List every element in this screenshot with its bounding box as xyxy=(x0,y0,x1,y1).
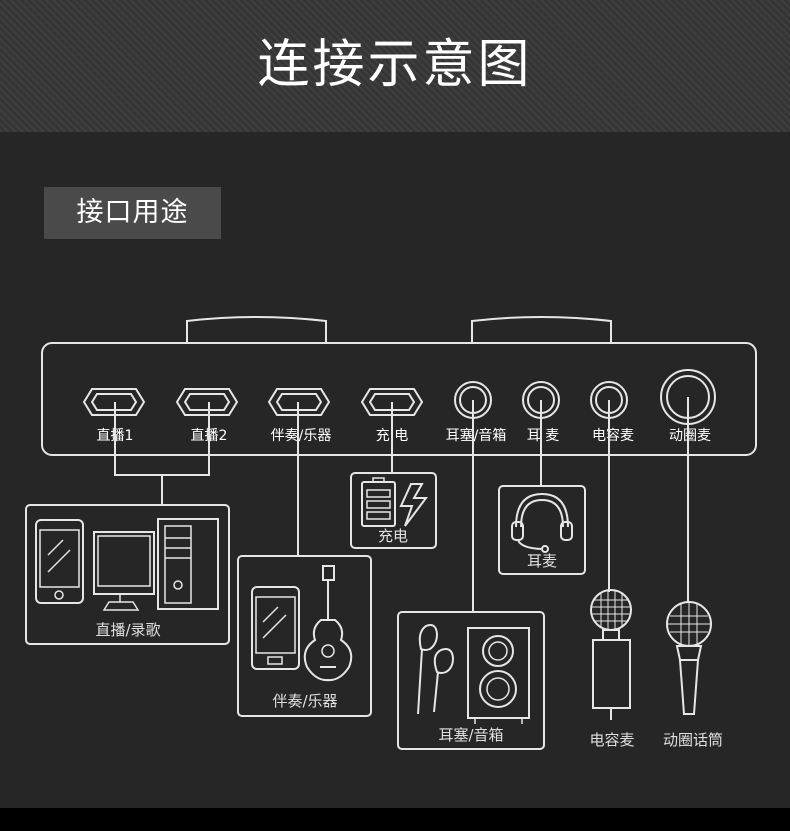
device-box-earphone-speaker: 耳塞/音箱 xyxy=(397,611,545,750)
device-caption-headset: 耳麦 xyxy=(527,552,557,570)
computer-tower-icon xyxy=(157,518,219,610)
knob-right xyxy=(471,316,612,343)
guitar-icon xyxy=(303,565,353,682)
headset-icon xyxy=(511,492,573,553)
usb-port-charging xyxy=(360,388,424,416)
usb-port-live1 xyxy=(82,388,146,416)
knob-left xyxy=(186,316,327,343)
device-box-accompaniment: 伴奏/乐器 xyxy=(237,555,372,717)
device-caption-live-record: 直播/录歌 xyxy=(95,621,160,639)
lightning-icon xyxy=(399,483,428,527)
device-caption-accompaniment: 伴奏/乐器 xyxy=(272,692,337,710)
computer-monitor-icon xyxy=(93,531,155,611)
device-caption-dynamic: 动圈话筒 xyxy=(663,731,723,749)
device-caption-charging: 充电 xyxy=(378,527,408,545)
port-label-accompaniment: 伴奏/乐器 xyxy=(271,428,332,444)
port-label-headset: 耳 麦 xyxy=(527,428,559,444)
port-label-dynamic: 动圈麦 xyxy=(669,428,711,444)
device-box-headset: 耳麦 xyxy=(498,485,586,575)
connection-lines xyxy=(114,397,689,612)
bottom-bar xyxy=(0,808,790,831)
main-area xyxy=(0,132,790,808)
phone-icon xyxy=(35,519,84,604)
port-label-condenser: 电容麦 xyxy=(592,427,634,444)
section-label: 接口用途 xyxy=(44,187,221,239)
usb-port-accompaniment xyxy=(267,388,331,416)
battery-icon xyxy=(361,477,396,527)
device-box-charging: 充电 xyxy=(350,472,437,549)
dynamic-mic-icon xyxy=(666,601,712,715)
earphone-icon xyxy=(417,624,455,715)
device-body xyxy=(41,342,757,456)
device-caption-earphone-speaker: 耳塞/音箱 xyxy=(438,726,503,744)
header-banner: 连接示意图 xyxy=(0,0,790,132)
device-box-live-record: 直播/录歌 xyxy=(25,504,230,645)
usb-port-live2 xyxy=(175,388,239,416)
line-live xyxy=(114,402,210,505)
port-label-earphone: 耳塞/音箱 xyxy=(446,427,507,444)
speaker-icon xyxy=(467,627,530,724)
phone-icon-accompaniment xyxy=(251,586,300,670)
page-title: 连接示意图 xyxy=(257,35,533,95)
device-caption-condenser: 电容麦 xyxy=(589,731,634,749)
condenser-mic-icon xyxy=(590,589,632,720)
